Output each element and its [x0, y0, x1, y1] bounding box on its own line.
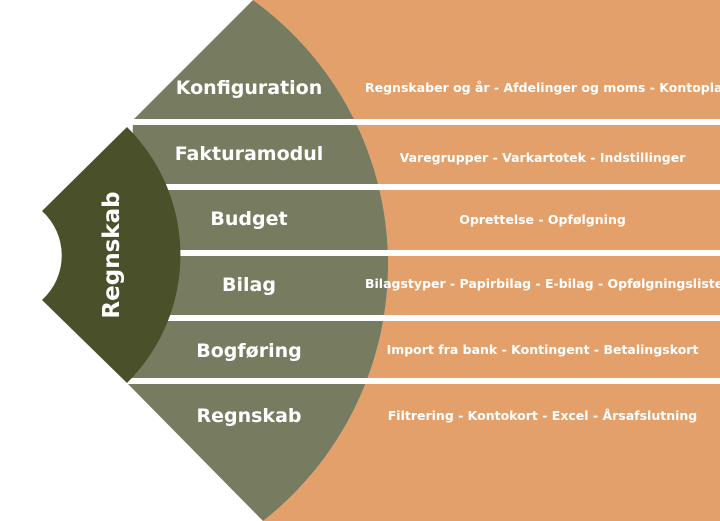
- divider: [165, 315, 720, 321]
- green-module-wedge: [127, 0, 389, 521]
- module-label-fakturamodul: Fakturamodul: [174, 143, 324, 165]
- module-label-bilag: Bilag: [222, 274, 276, 296]
- divider: [160, 184, 720, 190]
- module-details-fakturamodul: Varegrupper - Varkartotek - Indstillinge…: [399, 150, 686, 165]
- module-details-konfiguration: Regnskaber og år - Afdelinger og moms - …: [365, 80, 720, 95]
- module-details-budget: Oprettelse - Opfølgning: [459, 212, 626, 227]
- divider: [127, 378, 720, 384]
- divider: [127, 119, 720, 125]
- band-dividers: [127, 119, 720, 384]
- divider: [175, 250, 720, 256]
- center-dark-shape: [42, 127, 181, 383]
- module-details-bogforing: Import fra bank - Kontingent - Betalings…: [386, 342, 699, 357]
- module-details-bilag: Bilagstyper - Papirbilag - E-bilag - Opf…: [365, 276, 720, 291]
- module-label-bogforing: Bogføring: [196, 340, 302, 362]
- orange-details-area: [253, 0, 720, 521]
- module-details-regnskab: Filtrering - Kontokort - Excel - Årsafsl…: [387, 408, 698, 423]
- center-label: Regnskab: [99, 191, 125, 319]
- module-label-budget: Budget: [210, 208, 288, 230]
- module-label-regnskab: Regnskab: [196, 405, 302, 427]
- module-label-konfiguration: Konfiguration: [175, 77, 323, 99]
